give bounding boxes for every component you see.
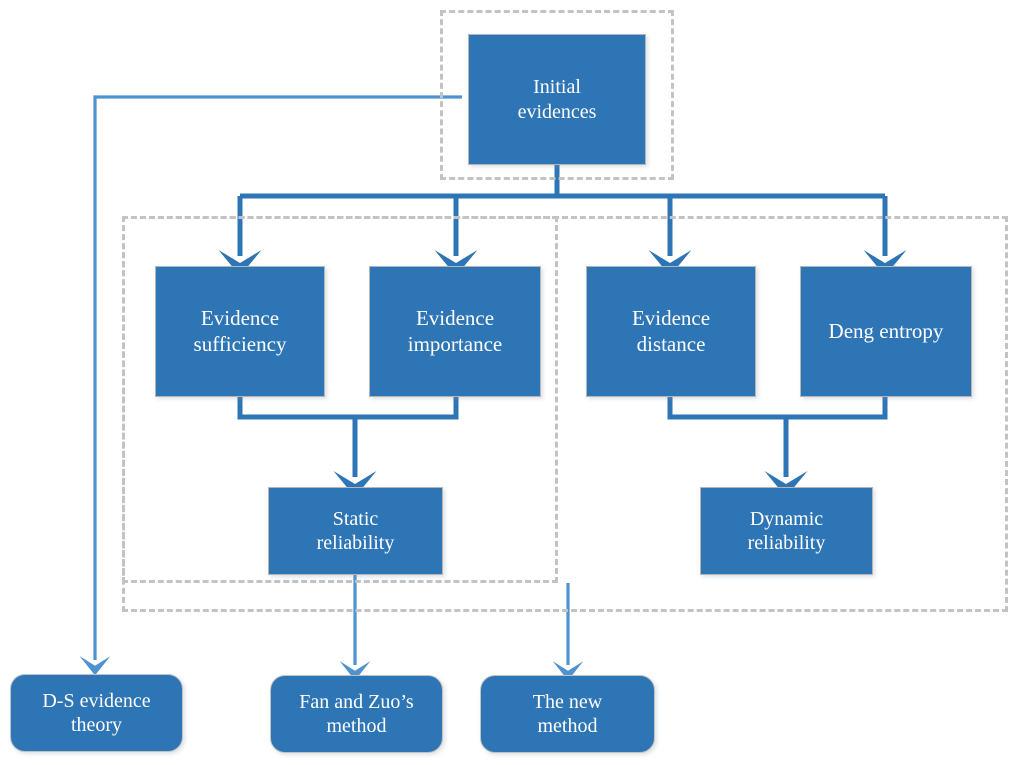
node-evidence-importance[interactable]: Evidence importance bbox=[369, 266, 541, 397]
node-static-reliability[interactable]: Static reliability bbox=[268, 487, 443, 575]
node-ds-evidence-theory-label: D-S evidence theory bbox=[42, 689, 151, 736]
node-initial-evidences-label: Initial evidences bbox=[517, 76, 597, 123]
node-deng-entropy[interactable]: Deng entropy bbox=[800, 266, 972, 397]
node-the-new-method[interactable]: The new method bbox=[480, 675, 655, 753]
node-evidence-sufficiency[interactable]: Evidence sufficiency bbox=[155, 266, 325, 397]
node-evidence-sufficiency-label: Evidence sufficiency bbox=[193, 305, 287, 356]
node-the-new-method-label: The new method bbox=[532, 690, 603, 737]
node-evidence-importance-label: Evidence importance bbox=[407, 305, 503, 356]
node-deng-entropy-label: Deng entropy bbox=[828, 318, 944, 343]
node-static-reliability-label: Static reliability bbox=[316, 507, 395, 554]
node-initial-evidences[interactable]: Initial evidences bbox=[468, 34, 646, 165]
node-fan-and-zuo-method-label: Fan and Zuo’s method bbox=[299, 690, 414, 737]
node-fan-and-zuo-method[interactable]: Fan and Zuo’s method bbox=[270, 675, 443, 753]
node-evidence-distance[interactable]: Evidence distance bbox=[586, 266, 756, 397]
node-dynamic-reliability-label: Dynamic reliability bbox=[747, 507, 826, 554]
node-dynamic-reliability[interactable]: Dynamic reliability bbox=[700, 487, 873, 575]
node-ds-evidence-theory[interactable]: D-S evidence theory bbox=[10, 674, 183, 752]
node-evidence-distance-label: Evidence distance bbox=[631, 305, 711, 356]
